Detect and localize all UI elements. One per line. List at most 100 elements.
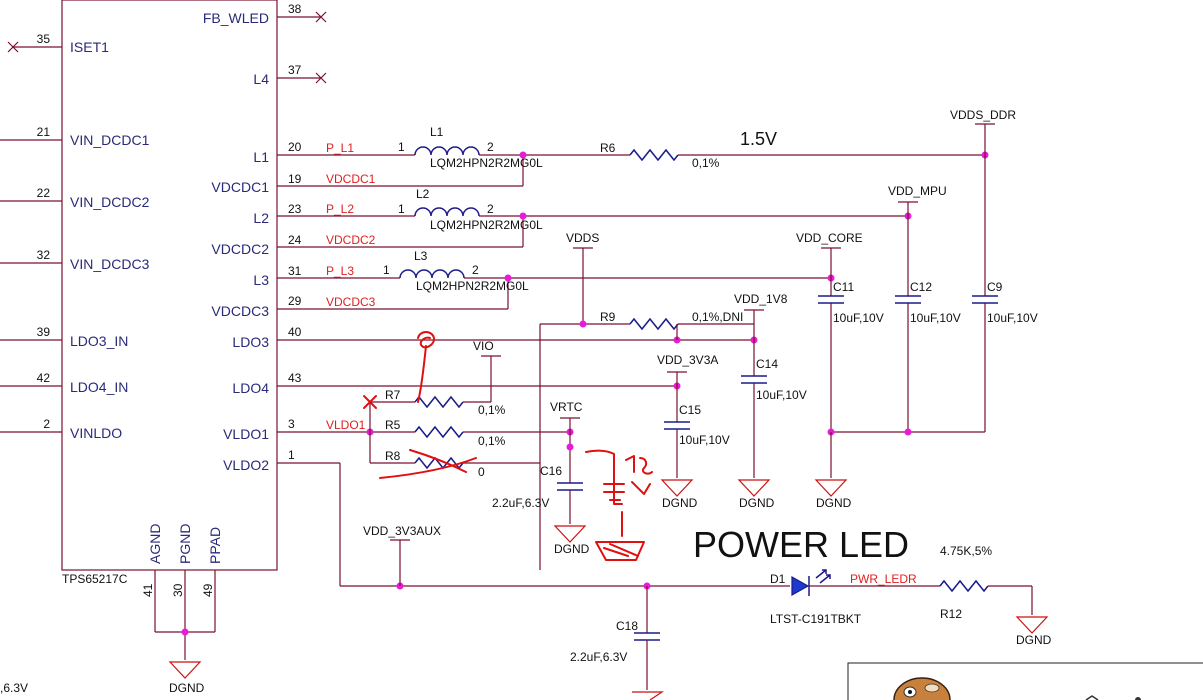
pin-num: 43	[288, 371, 302, 385]
inductor-pin: 2	[487, 202, 494, 216]
bottom-pins: DGND AGND PGND PPAD 41 30 49	[141, 524, 223, 695]
ink-1v8-note	[625, 455, 653, 475]
pin-name: VDCDC1	[211, 179, 269, 195]
gnd-label: DGND	[739, 496, 775, 510]
vldo2-led-circuit: VDD_3V3AUX C18 2.2uF,6.3V D1 LTST-C191TB…	[277, 462, 1052, 700]
resistor-value: 0	[478, 465, 485, 479]
vldo1-circuit: VLDO1 R5 0,1% VIO R7 0,1% R8 0 VRTC C16 …	[277, 339, 590, 556]
gnd-label: DGND	[816, 496, 852, 510]
ground-symbol	[168, 661, 202, 679]
pin-name: VIN_DCDC2	[70, 194, 150, 210]
power-led-title: POWER LED	[693, 524, 909, 565]
pin-num: 22	[37, 186, 51, 200]
pin-name: L2	[253, 210, 269, 226]
ldo3-circuit: VDDS R9 0,1%,DNI VDD_1V8 C14 10uF,10V DG…	[277, 231, 807, 570]
resistor-value: 0,1%	[692, 156, 720, 170]
pin-name: ISET1	[70, 39, 109, 55]
pin-name: LDO4_IN	[70, 379, 128, 395]
cap-value: 10uF,10V	[679, 433, 730, 447]
pin-num: 23	[288, 202, 302, 216]
ground-symbol	[737, 479, 771, 497]
dcdc3-circuit: P_L3 VDCDC3 L3 1 2 LQM2HPN2R2MG0L	[277, 249, 835, 310]
rail-label: VDD_3V3A	[657, 353, 718, 367]
inductor-value: LQM2HPN2R2MG0L	[430, 156, 543, 170]
ground-symbol	[632, 691, 664, 700]
output-rails: VDDS_DDR VDD_MPU VDD_CORE C11 10uF,10V C…	[796, 108, 1038, 510]
cap-value: 10uF,10V	[910, 311, 961, 325]
inductor-value: LQM2HPN2R2MG0L	[416, 279, 529, 293]
pin-name: PPAD	[207, 527, 223, 564]
cap-value: 10uF,10V	[756, 388, 807, 402]
net-label: VLDO1	[326, 418, 366, 432]
resistor-value: 0,1%	[478, 403, 506, 417]
ground-symbol	[553, 525, 587, 543]
cap-value: 10uF,10V	[833, 311, 884, 325]
ink-cross-r7	[363, 395, 377, 409]
inductor-pin: 1	[398, 140, 405, 154]
inductor-l1	[414, 146, 480, 156]
rail-label: VDD_1V8	[734, 292, 788, 306]
net-label: VDCDC2	[326, 233, 376, 247]
diode-value: LTST-C191TBKT	[770, 612, 862, 626]
resistor-r9	[629, 317, 679, 331]
cap-ref: C15	[679, 403, 701, 417]
ground-symbol	[1015, 616, 1049, 634]
cut-off-cap-value: ,6.3V	[0, 681, 28, 695]
led-diode-d1	[791, 575, 810, 597]
left-pins: 35 ISET1 21 VIN_DCDC1 22 VIN_DCDC2 32 VI…	[0, 32, 150, 441]
inductor-ref: L3	[414, 249, 428, 263]
dcdc1-circuit: P_L1 VDCDC1 L1 1 2 LQM2HPN2R2MG0L R6 0,1…	[277, 125, 989, 187]
pin-name: VDCDC2	[211, 241, 269, 257]
pin-num: 19	[288, 172, 302, 186]
pin-name: VINLDO	[70, 425, 122, 441]
resistor-ref: R6	[600, 141, 616, 155]
resistor-ref: R9	[600, 310, 616, 324]
net-label: VDCDC3	[326, 295, 376, 309]
net-label: P_L1	[326, 141, 354, 155]
rail-label: VDDS	[566, 231, 599, 245]
pin-num: 39	[37, 325, 51, 339]
pin-num: 42	[37, 371, 51, 385]
net-label: P_L3	[326, 264, 354, 278]
inductor-ref: L1	[430, 125, 444, 139]
pin-num: 32	[37, 248, 51, 262]
pin-num: 31	[288, 264, 302, 278]
pin-name: VIN_DCDC1	[70, 132, 150, 148]
cap-ref: C14	[756, 357, 778, 371]
rail-label: VDDS_DDR	[950, 108, 1016, 122]
pin-num: 49	[201, 583, 215, 597]
inductor-pin: 1	[398, 202, 405, 216]
pin-name: VLDO2	[223, 457, 269, 473]
rail-label: VDD_CORE	[796, 231, 863, 245]
ink-ground-scribble	[595, 511, 645, 561]
ic-part-name: TPS65217C	[62, 572, 128, 586]
pin-name: L1	[253, 149, 269, 165]
ldo4-circuit: VDD_3V3A C15 10uF,10V DGND	[277, 353, 730, 510]
pin-num: 3	[288, 417, 295, 431]
pin-name: VIN_DCDC3	[70, 256, 150, 272]
board-mascot-image	[847, 662, 1203, 700]
resistor-r6	[629, 148, 679, 162]
resistor-value: 4.75K,5%	[940, 544, 992, 558]
pin-num: 24	[288, 233, 302, 247]
resistor-r12	[939, 579, 989, 593]
net-label: VDCDC1	[326, 172, 376, 186]
pin-num: 30	[171, 583, 185, 597]
rail-label: VDD_MPU	[888, 184, 947, 198]
pin-name: PGND	[177, 524, 193, 564]
ground-symbol	[660, 479, 694, 497]
resistor-ref: R7	[385, 388, 401, 402]
cap-value: 10uF,10V	[987, 311, 1038, 325]
rail-label: VRTC	[550, 400, 583, 414]
pin-name: L4	[253, 71, 269, 87]
ground-symbol	[814, 479, 848, 497]
pin-name: VLDO1	[223, 426, 269, 442]
net-label: P_L2	[326, 202, 354, 216]
resistor-r7	[414, 395, 464, 409]
ink-scribble	[417, 331, 436, 403]
pin-num: 40	[288, 325, 302, 339]
pin-name: AGND	[147, 524, 163, 564]
ink-cross-r8	[379, 449, 477, 479]
pin-name: FB_WLED	[203, 10, 269, 26]
